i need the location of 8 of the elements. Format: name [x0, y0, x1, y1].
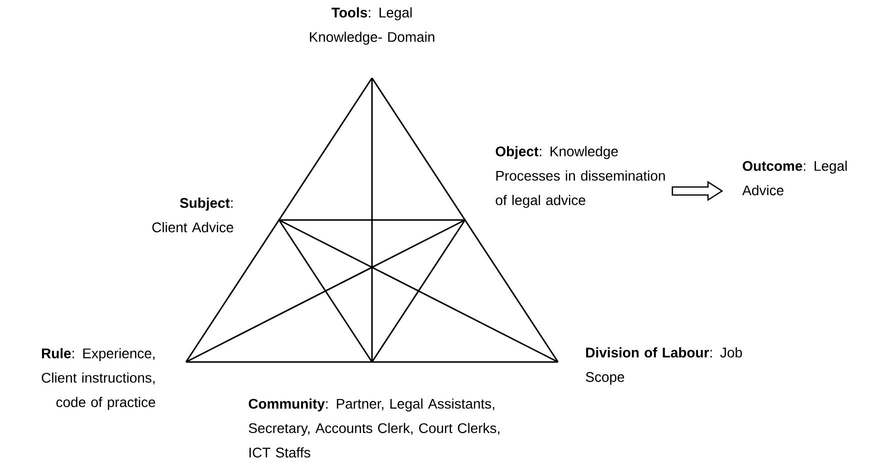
block-arrow: [672, 180, 724, 202]
text-label: Subject: Client Advice: [152, 198, 234, 232]
text-label: Division of Labour: Job Scope: [586, 347, 742, 385]
text-label: Community: Partner, Legal Assistants, Secretary, Accounts Clerk, Court Clerks, ICT Staffs: [248, 398, 500, 458]
text-label: Rule: Experience, Client instructions, code of practice: [42, 348, 156, 410]
text-label: Outcome: Legal Advice: [742, 160, 847, 196]
text-label: Tools: Legal Knowledge- Domain: [310, 7, 434, 45]
text-label: Object: Knowledge Processes in dissemination of legal advice: [496, 146, 665, 208]
